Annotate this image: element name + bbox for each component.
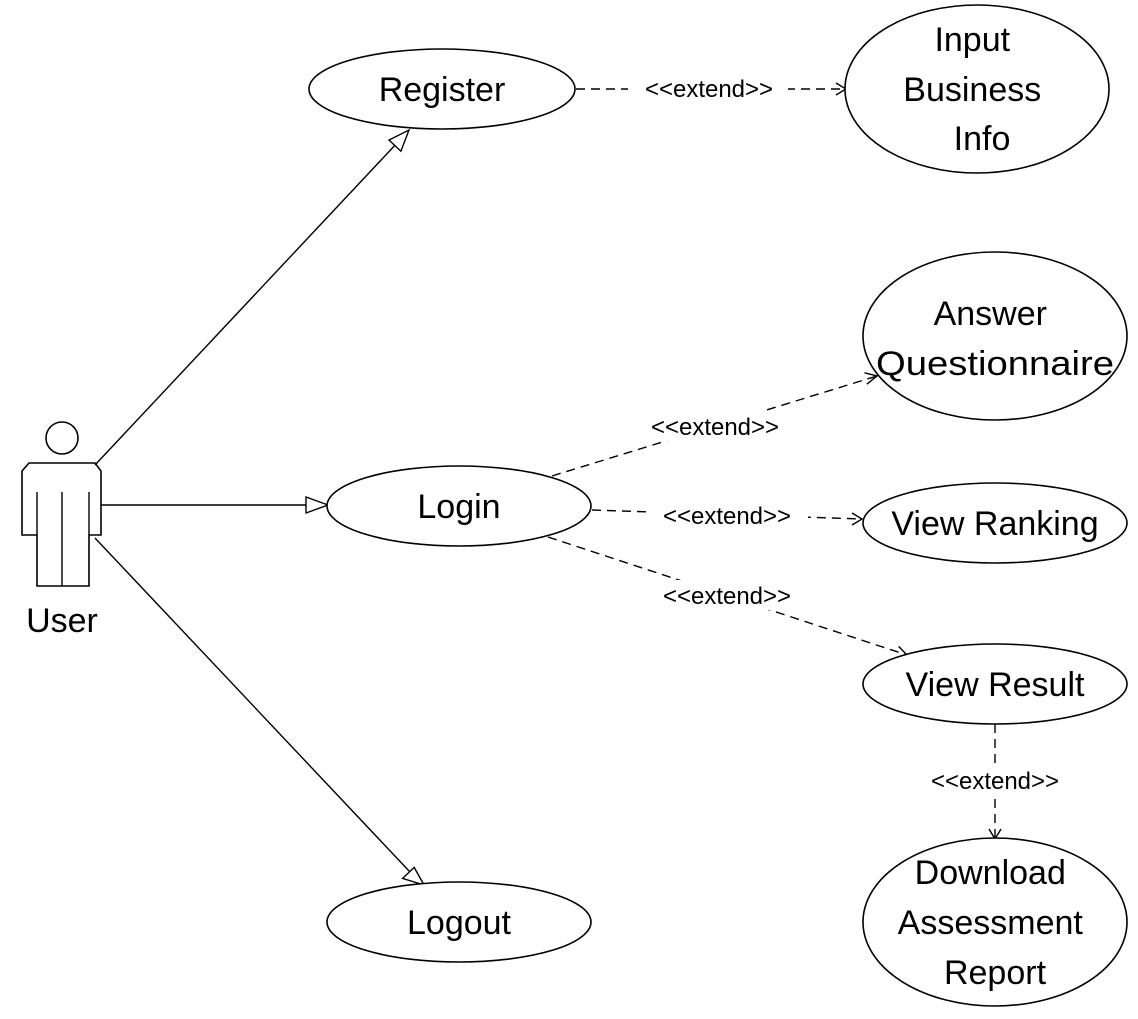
use-case-label: Register [379,71,506,109]
use-case-label: Answer Questionnaire [876,295,1114,383]
use-case-view-result: View Result [862,643,1128,725]
association-user-login [101,496,331,514]
use-case-logout: Logout [326,881,592,963]
extend-label: <<extend>> [931,768,1059,795]
actor-label: User [26,602,98,640]
arrowhead-hollow [387,128,411,153]
extend-register-input-business-info: <<extend>> [576,74,848,104]
use-case-label: Download Assessment Report [898,854,1093,992]
use-case-label: Login [417,488,500,526]
use-case-label: View Result [906,666,1085,704]
use-case-view-ranking: View Ranking [862,482,1128,564]
actor-user: User [21,421,102,640]
arrowhead-open [851,512,864,526]
arrowhead-hollow [401,866,426,887]
actor-head [45,421,79,455]
extend-label: <<extend>> [663,583,791,610]
use-case-register: Register [308,48,576,130]
arrowhead-open [864,372,879,385]
use-case-login: Login [326,465,592,547]
extend-label: <<extend>> [651,414,779,441]
use-case-input-business-info: Input Business Info [844,4,1110,174]
use-case-answer-questionnaire: Answer Questionnaire [862,251,1128,421]
association-user-register [94,128,411,466]
extend-label: <<extend>> [663,503,791,530]
use-case-label: Input Business Info [903,21,1050,158]
extend-login-view-ranking: <<extend>> [591,500,864,530]
extend-label: <<extend>> [645,76,773,103]
use-case-label: View Ranking [891,505,1098,543]
extend-login-answer-questionnaire: <<extend>> [551,372,879,477]
use-case-label: Logout [407,904,512,942]
extend-login-view-result: <<extend>> [547,536,909,659]
extend-view-result-download-report: <<extend>> [913,724,1077,841]
association-user-logout [94,537,426,887]
arrowhead-hollow [305,496,331,514]
use-case-download-assessment-report: Download Assessment Report [862,837,1128,1007]
